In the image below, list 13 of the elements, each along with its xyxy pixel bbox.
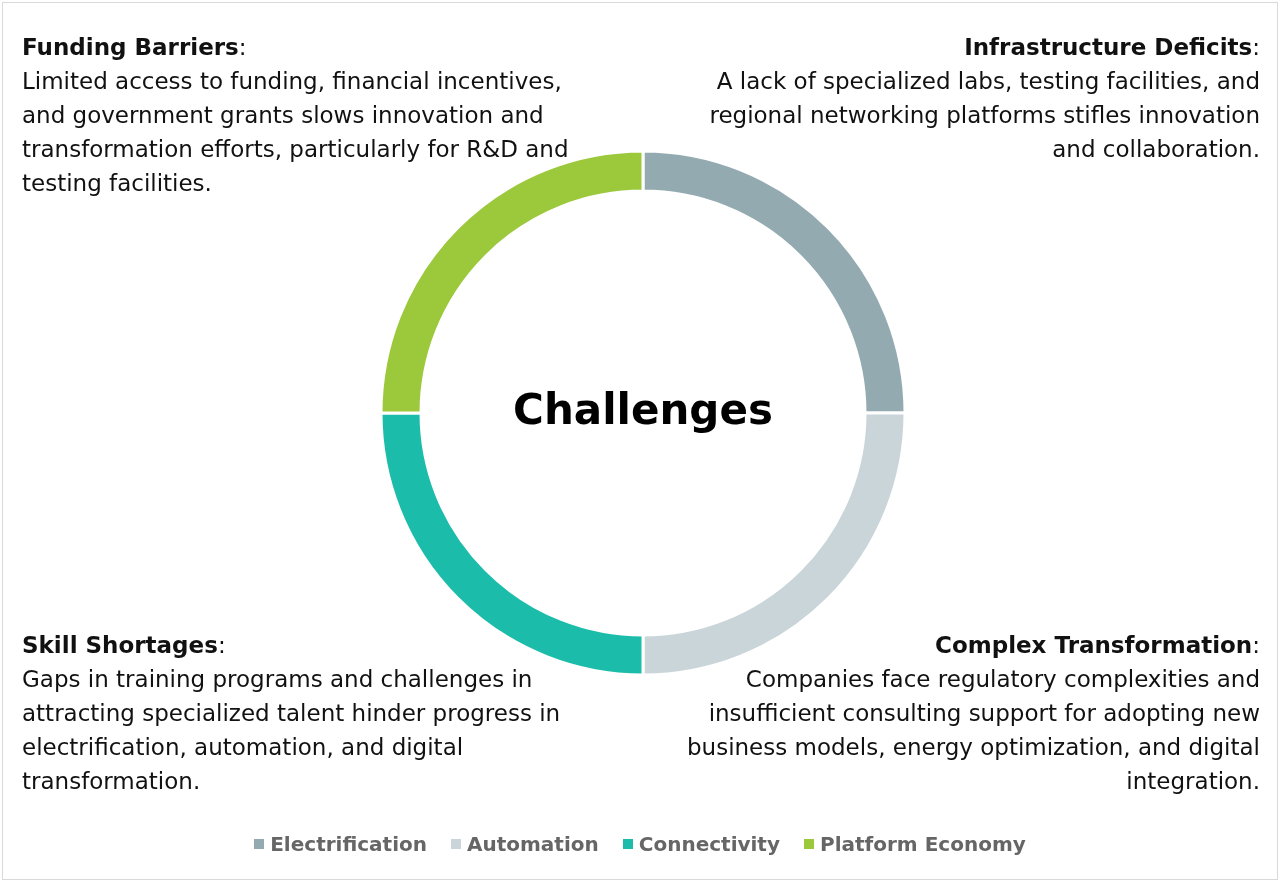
legend-label: Electrification <box>270 832 427 856</box>
legend-label: Platform Economy <box>820 832 1026 856</box>
challenge-description: Gaps in training programs and challenges in attracting specialized talent hinder progress in electrification, automation, and digital transformation. <box>22 665 562 796</box>
challenge-heading: Funding Barriers: <box>22 33 248 62</box>
challenge-heading: Skill Shortages: <box>22 631 227 660</box>
challenge-description: A lack of specialized labs, testing facilities, and regional networking platforms stifles innovation and collaboration. <box>708 67 1260 164</box>
challenge-heading: Complex Transformation: <box>934 631 1260 660</box>
challenge-heading: Infrastructure Deficits: <box>963 33 1260 62</box>
center-title: Challenges <box>512 385 774 434</box>
challenge-description: Limited access to funding, financial incentives, and government grants slows innovation and transformation efforts, particularly for R&D and testing facilities. <box>22 67 570 198</box>
challenge-description: Companies face regulatory complexities and insufficient consulting support for adopting new business models, energy optimization, and digital integration. <box>686 665 1260 796</box>
legend-label: Connectivity <box>638 832 780 856</box>
legend-label: Automation <box>467 832 599 856</box>
